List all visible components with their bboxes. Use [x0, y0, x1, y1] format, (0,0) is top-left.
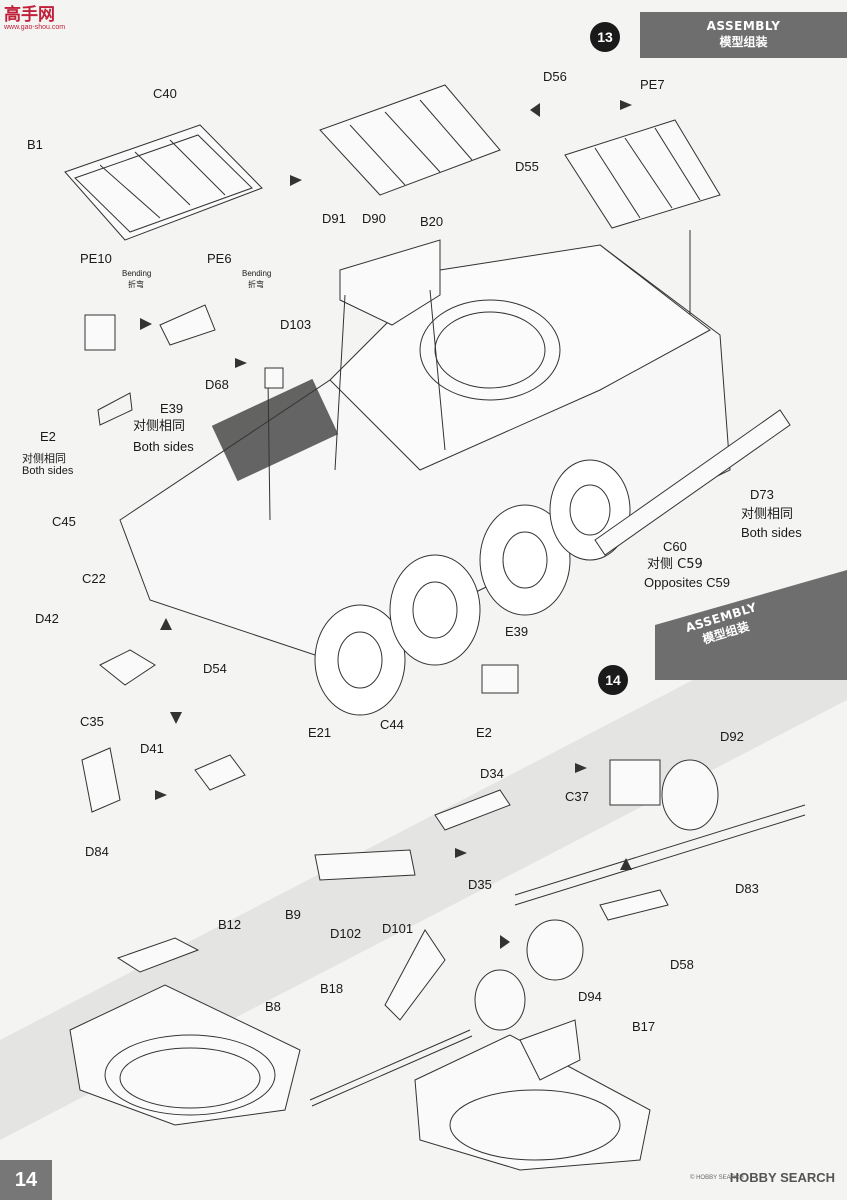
label-b1: B1 — [27, 137, 43, 152]
label-d102: D102 — [330, 926, 362, 941]
label-both-zh-1: 对侧相同 — [133, 419, 186, 434]
label-d58: D58 — [670, 957, 694, 972]
label-b17: B17 — [632, 1019, 656, 1034]
label-d35: D35 — [468, 877, 492, 892]
label-d101: D101 — [382, 921, 414, 936]
label-d91: D91 — [322, 211, 346, 226]
assembly-title-zh: 模型组装 — [719, 35, 768, 49]
label-bending-zh-2: 折弯 — [248, 280, 264, 289]
label-c40: C40 — [153, 86, 177, 101]
label-d68: D68 — [205, 377, 229, 392]
label-e21: E21 — [308, 725, 332, 740]
label-b12: B12 — [218, 917, 242, 932]
watermark: HOBBY SEARCH — [729, 1170, 835, 1185]
label-d54: D54 — [203, 661, 227, 676]
label-both-zh-3: 对侧相同 — [741, 507, 794, 522]
label-both-en-3: Both sides — [741, 525, 802, 540]
copyright: © HOBBY SEARCH — [690, 1175, 744, 1181]
label-bending-en-2: Bending — [242, 269, 272, 278]
label-d56: D56 — [543, 69, 567, 84]
label-e39-top: E39 — [160, 401, 184, 416]
label-c45: C45 — [52, 514, 76, 529]
label-d41: D41 — [140, 741, 164, 756]
label-d103: D103 — [280, 317, 312, 332]
label-both-en-1: Both sides — [133, 439, 194, 454]
assembly-banner-14 — [655, 570, 847, 680]
label-opposites-en: Opposites C59 — [644, 575, 730, 590]
label-b8: B8 — [265, 999, 281, 1014]
logo-text: 高手网 — [4, 5, 55, 25]
label-opposites-zh: 对侧 C59 — [647, 557, 703, 572]
label-b20: B20 — [420, 214, 444, 229]
label-b9: B9 — [285, 907, 301, 922]
label-e39-bottom: E39 — [505, 624, 529, 639]
label-d84: D84 — [85, 844, 109, 859]
label-both-zh-2: 对侧相同 — [22, 452, 66, 465]
assembly-title-en: ASSEMBLY — [706, 19, 781, 33]
label-d42: D42 — [35, 611, 59, 626]
label-c22: C22 — [82, 571, 106, 586]
label-pe10: PE10 — [80, 251, 112, 266]
label-pe7: PE7 — [640, 77, 665, 92]
step-number-13: 13 — [590, 22, 620, 52]
label-c44: C44 — [380, 717, 404, 732]
label-d55: D55 — [515, 159, 539, 174]
assembly-banner-13: ASSEMBLY 模型组装 — [640, 12, 847, 58]
label-d73: D73 — [750, 487, 774, 502]
label-c60: C60 — [663, 539, 687, 554]
label-c35: C35 — [80, 714, 104, 729]
label-bending-en-1: Bending — [122, 269, 152, 278]
label-c37: C37 — [565, 789, 589, 804]
label-d90: D90 — [362, 211, 386, 226]
label-d94: D94 — [578, 989, 602, 1004]
label-b18: B18 — [320, 981, 344, 996]
label-both-en-2: Both sides — [22, 465, 74, 477]
label-e2-bottom: E2 — [476, 725, 492, 740]
site-logo: 高手网 www.gao-shou.com — [4, 6, 68, 36]
label-d92: D92 — [720, 729, 744, 744]
label-bending-zh-1: 折弯 — [128, 280, 144, 289]
step-number-14: 14 — [598, 665, 628, 695]
label-d34: D34 — [480, 766, 504, 781]
label-pe6: PE6 — [207, 251, 232, 266]
label-e2-top: E2 — [40, 429, 56, 444]
page-number: 14 — [0, 1160, 52, 1200]
label-d83: D83 — [735, 881, 759, 896]
logo-url: www.gao-shou.com — [4, 24, 66, 31]
